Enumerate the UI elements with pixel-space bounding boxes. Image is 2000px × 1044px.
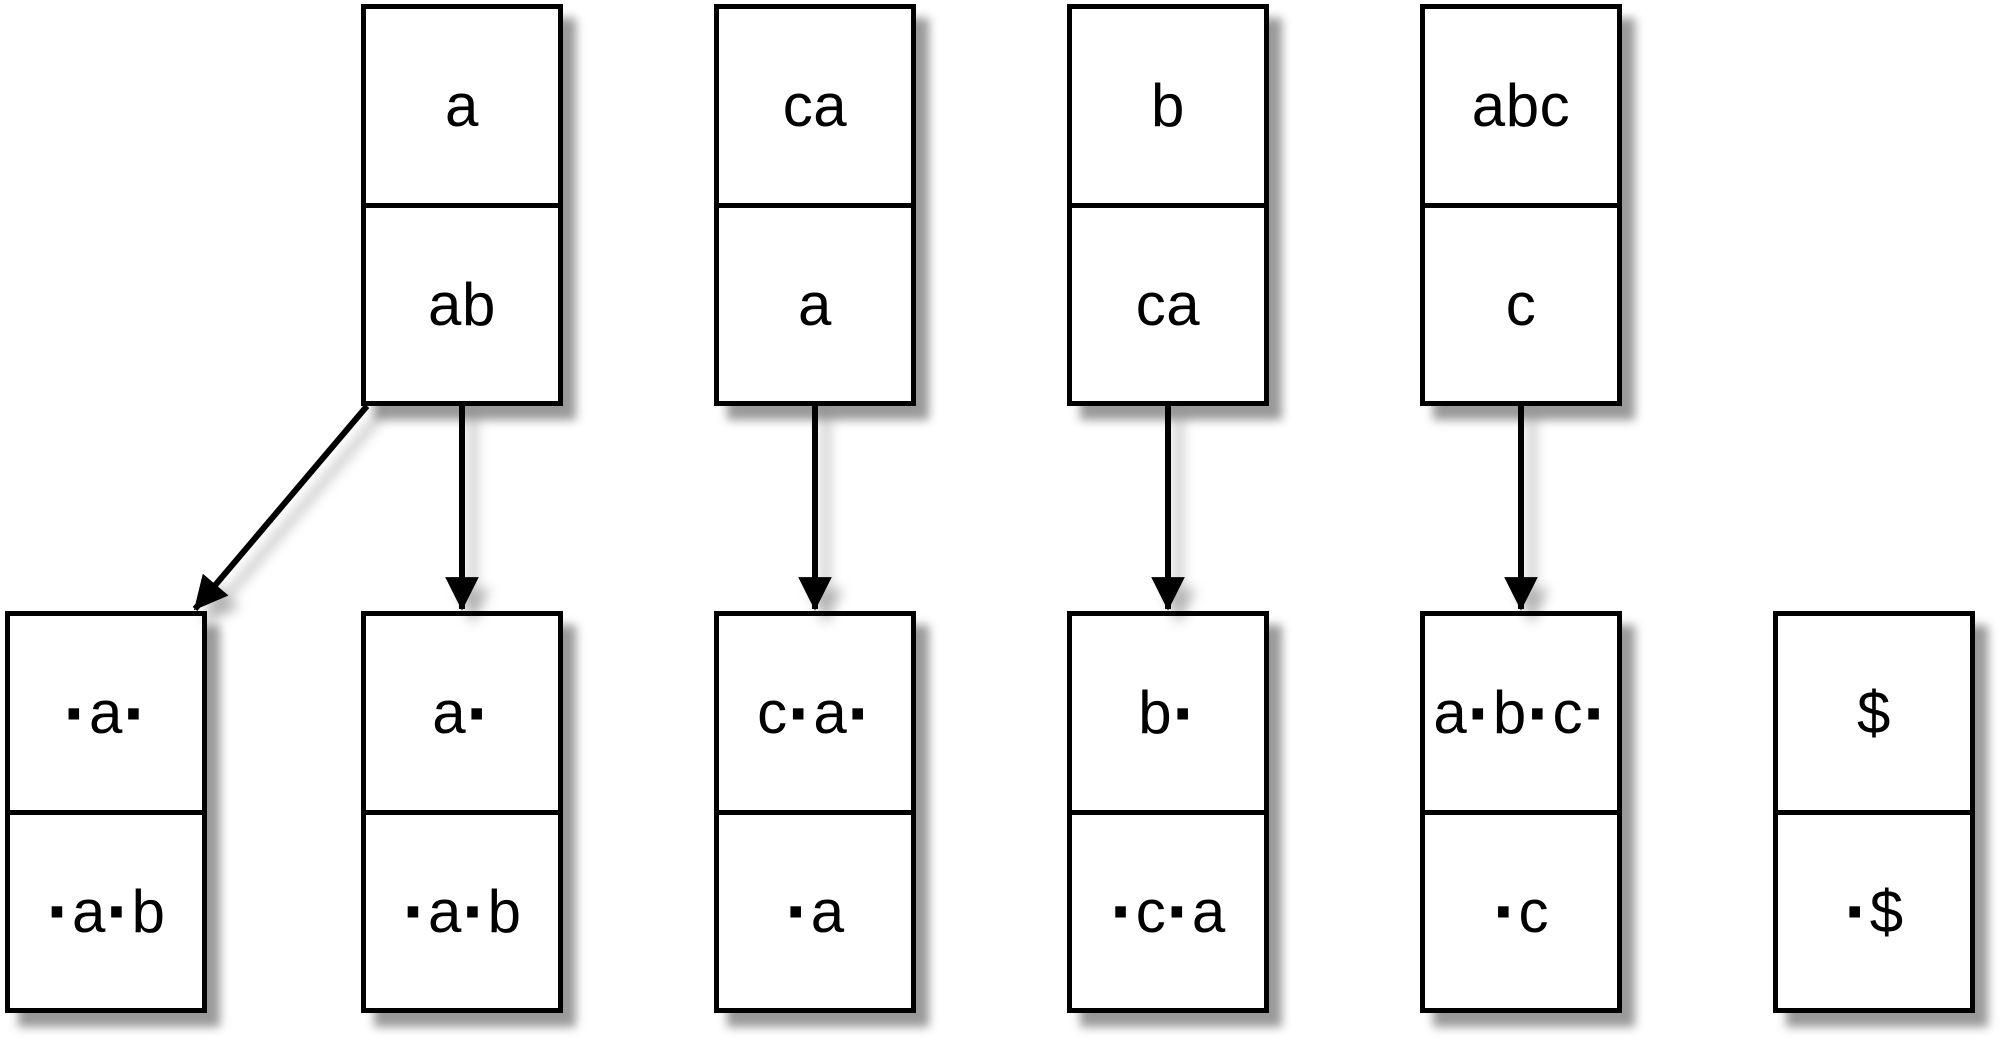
node-top-cell: c·a·	[719, 616, 911, 815]
node-bottom-cell: ·c·a	[1110, 869, 1226, 954]
node-bottom-6: $ ·$	[1773, 611, 1975, 1013]
node-bottom-cell: c	[1505, 270, 1537, 338]
node-top-1: a ab	[361, 4, 563, 406]
node-top-cell: a·	[366, 616, 558, 815]
node-top-cell: a·b·c·	[1425, 616, 1617, 815]
node-bottom-cell: ·a·b	[402, 869, 522, 954]
node-bottom-5: a·b·c· ·c	[1420, 611, 1622, 1013]
node-top-2: ca a	[714, 4, 916, 406]
node-top-cell: a	[366, 9, 558, 208]
node-bottom-2: a· ·a·b	[361, 611, 563, 1013]
node-bottom-cell: ·$	[1844, 869, 1904, 954]
node-bottom-3: c·a· ·a	[714, 611, 916, 1013]
node-top-cell: abc	[1425, 9, 1617, 208]
node-bottom-1: ·a· ·a·b	[5, 611, 207, 1013]
arrow-top-1-to-bottom-1	[192, 404, 370, 611]
node-top-cell: b	[1072, 9, 1264, 208]
node-bottom-cell: ·a	[785, 869, 845, 954]
node-bottom-cell: ab	[428, 270, 496, 338]
node-top-4: abc c	[1420, 4, 1622, 406]
node-bottom-cell: ·a·b	[46, 869, 166, 954]
node-top-cell: ·a·	[10, 616, 202, 815]
node-top-cell: $	[1778, 616, 1970, 815]
node-top-3: b ca	[1067, 4, 1269, 406]
node-bottom-4: b· ·c·a	[1067, 611, 1269, 1013]
node-top-cell: b·	[1072, 616, 1264, 815]
node-bottom-cell: ·c	[1492, 869, 1550, 954]
node-top-cell: ca	[719, 9, 911, 208]
node-bottom-cell: ca	[1135, 270, 1201, 338]
node-bottom-cell: a	[798, 270, 832, 338]
